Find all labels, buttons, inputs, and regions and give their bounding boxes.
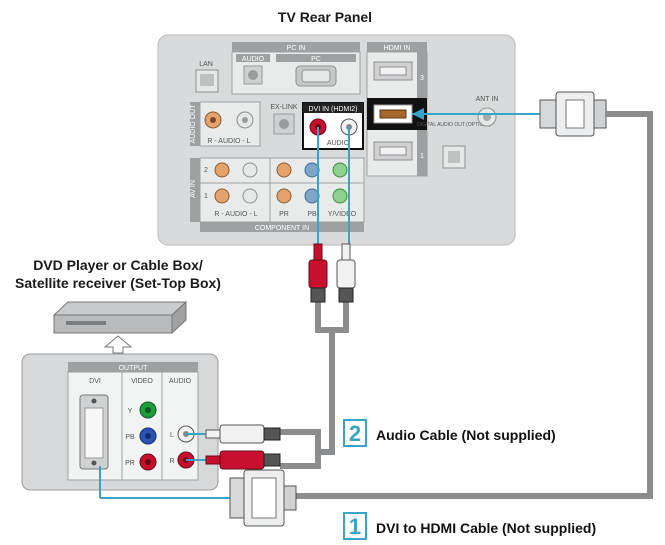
pc-in-header bbox=[232, 42, 360, 52]
ant-in-label: ANT IN bbox=[476, 96, 499, 103]
lan-label: LAN bbox=[199, 61, 213, 68]
pc-audio-label: AUDIO bbox=[242, 56, 265, 63]
output-panel: OUTPUT DVI VIDEO AUDIO Y PB PR L R bbox=[21, 353, 219, 491]
hdmi-1-label: 1 bbox=[420, 153, 424, 160]
hdmi-in-label: HDMI IN bbox=[384, 45, 411, 52]
pc-in-label: PC IN bbox=[287, 45, 306, 52]
output-audio-label: AUDIO bbox=[169, 378, 192, 385]
dvi-cable-number: 1 bbox=[349, 514, 361, 539]
dvi-cable-label: DVI to HDMI Cable (Not supplied) bbox=[376, 520, 596, 536]
output-label: OUTPUT bbox=[119, 365, 149, 372]
dvi-in-label: DVI IN (HDMI2) bbox=[309, 106, 358, 113]
out-r-label: R bbox=[169, 458, 174, 465]
y-video-label: Y/VIDEO bbox=[328, 211, 357, 218]
digital-audio-label: DIGITAL AUDIO OUT (OPTICAL) bbox=[417, 122, 491, 128]
out-y-label: Y bbox=[128, 408, 133, 415]
av-rl-label: R - AUDIO - L bbox=[214, 211, 257, 218]
bottom-rca-red-plug bbox=[205, 450, 281, 470]
arrow-left-icon bbox=[412, 108, 424, 120]
audio-out-rl-label: R - AUDIO - L bbox=[207, 138, 250, 145]
out-pr-label: PR bbox=[125, 460, 135, 467]
audio-out-label: AUDIO OUT bbox=[190, 104, 197, 144]
device-title-line1: DVD Player or Cable Box/ bbox=[33, 257, 203, 273]
audio-out-tag bbox=[190, 102, 200, 146]
pb-label: PB bbox=[307, 211, 317, 218]
output-dvi-label: DVI bbox=[89, 378, 101, 385]
hdmi-3-label: 3 bbox=[420, 75, 424, 82]
audio-cable-main bbox=[318, 330, 335, 455]
top-rca-red-plug bbox=[308, 243, 328, 303]
device-title-line2: Satellite receiver (Set-Top Box) bbox=[15, 275, 221, 291]
top-rca-white-plug bbox=[336, 243, 356, 303]
dvi-audio-label: AUDIO bbox=[327, 140, 350, 147]
output-video-label: VIDEO bbox=[131, 378, 153, 385]
hdmi-plug bbox=[539, 91, 607, 137]
audio-cable-callout: 2 Audio Cable (Not supplied) bbox=[343, 419, 556, 447]
component-in-label: COMPONENT IN bbox=[255, 225, 309, 232]
out-l-label: L bbox=[170, 432, 174, 439]
dvd-player-icon bbox=[52, 300, 188, 354]
ex-link-label: EX-LINK bbox=[270, 104, 298, 111]
dvi-plug bbox=[229, 469, 297, 527]
audio-cable-bottom-loop bbox=[280, 429, 321, 469]
tv-rear-panel: PC IN AUDIO PC LAN AUDIO OUT R - AUDIO -… bbox=[157, 34, 516, 246]
out-pb-label: PB bbox=[125, 434, 135, 441]
dvi-cable-callout: 1 DVI to HDMI Cable (Not supplied) bbox=[343, 512, 596, 540]
audio-cable-top-loop bbox=[315, 300, 349, 333]
row-2-label: 2 bbox=[204, 167, 208, 174]
arrow-down-icon bbox=[103, 335, 133, 354]
row-1-label: 1 bbox=[204, 193, 208, 200]
pr-label: PR bbox=[279, 211, 289, 218]
bottom-rca-white-plug bbox=[205, 424, 281, 444]
dvi-hdmi-cable bbox=[296, 111, 653, 499]
pc-label: PC bbox=[311, 56, 321, 63]
audio-cable-label: Audio Cable (Not supplied) bbox=[376, 427, 556, 443]
av-in-label: AV IN bbox=[190, 180, 197, 198]
tv-rear-panel-title: TV Rear Panel bbox=[278, 9, 372, 25]
audio-cable-number: 2 bbox=[349, 421, 361, 446]
